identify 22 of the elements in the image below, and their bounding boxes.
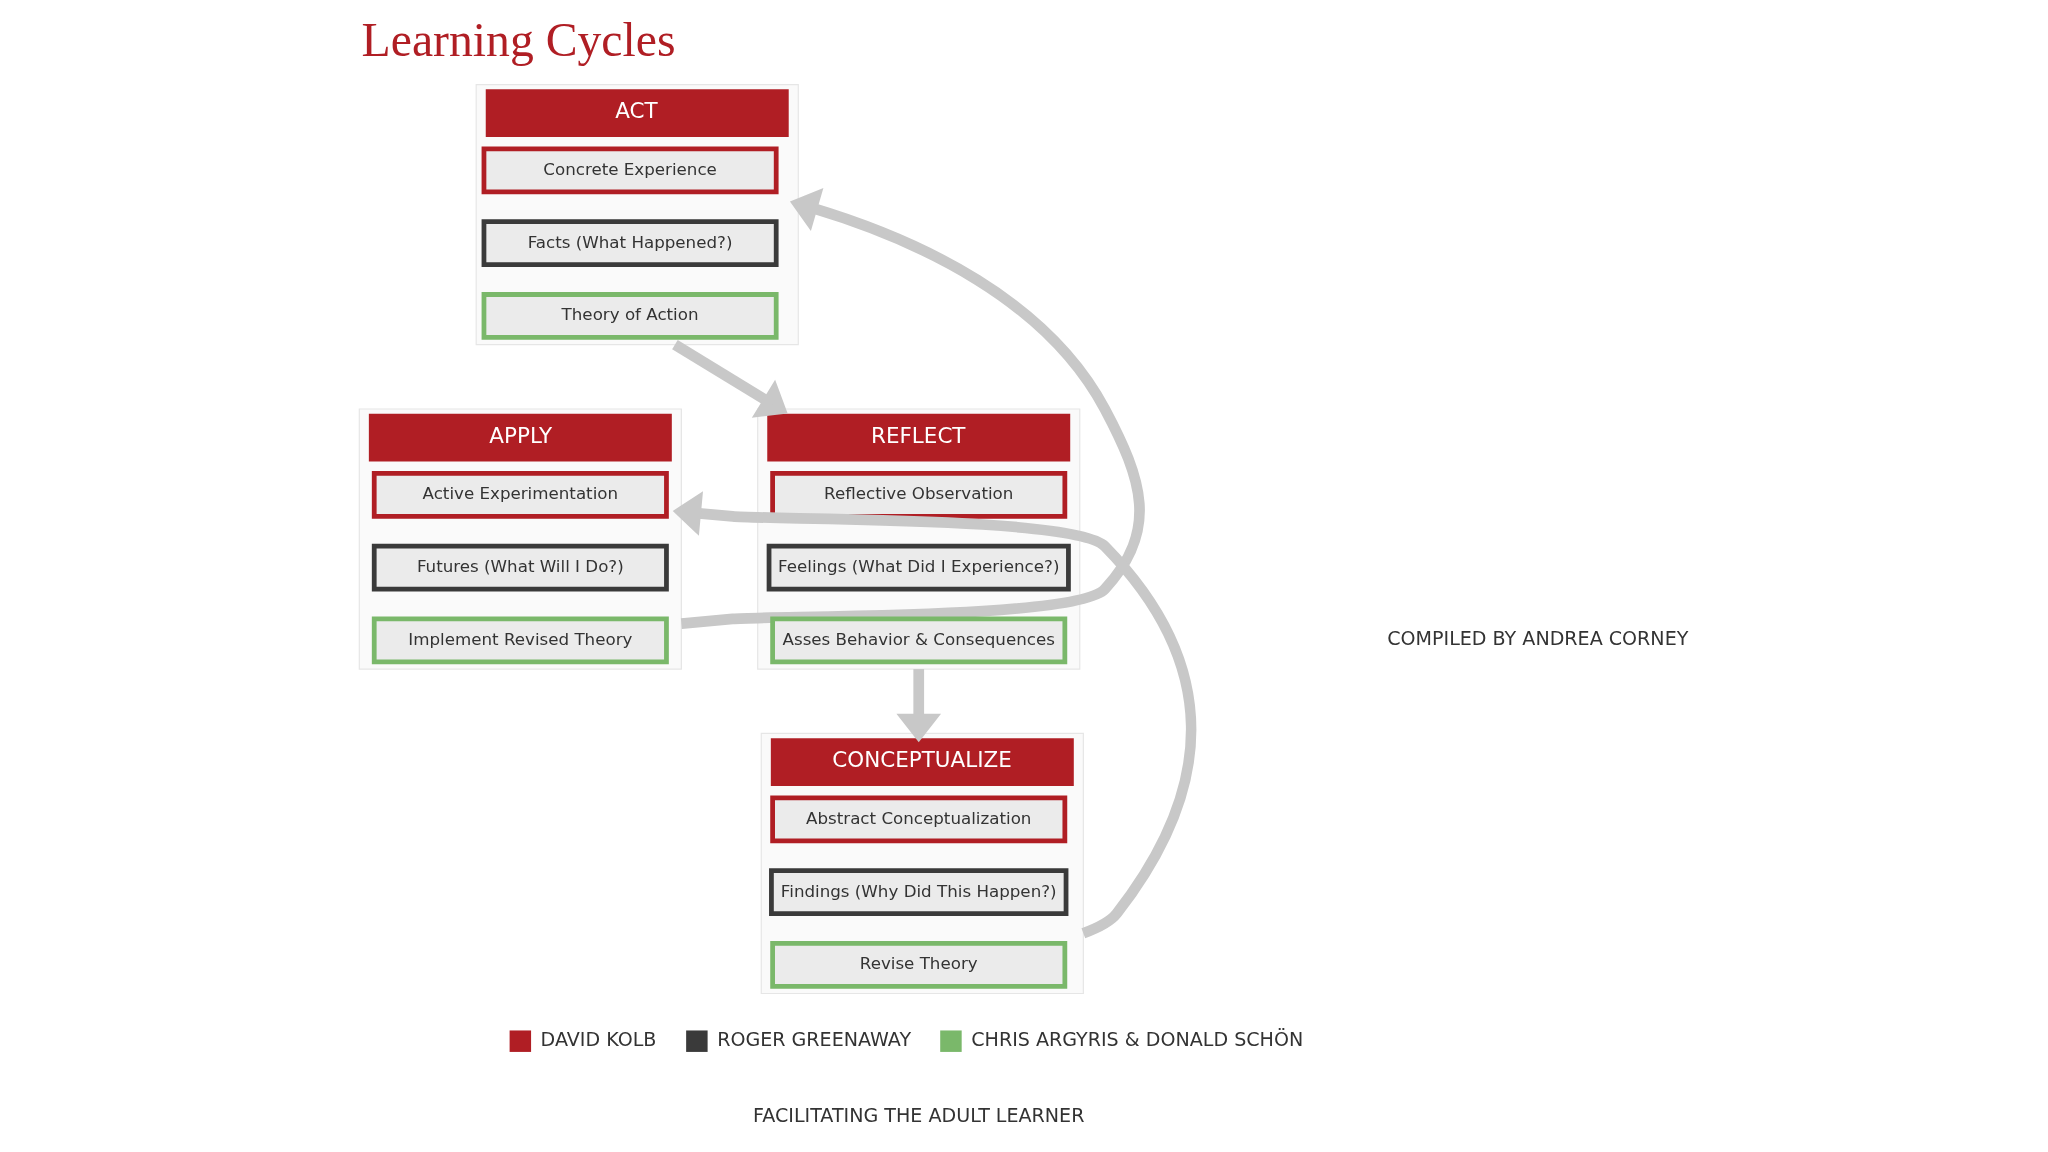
node-box: Theory of Action <box>481 292 779 340</box>
diagram-title: Learning Cycles <box>361 12 676 66</box>
node-box: Revise Theory <box>770 941 1068 989</box>
legend-label: DAVID KOLB <box>540 1027 657 1050</box>
node-box: Futures (What Will I Do?) <box>371 543 669 592</box>
legend-label: CHRIS ARGYRIS & DONALD SCHÖN <box>971 1027 1304 1050</box>
arrow <box>672 340 788 418</box>
node-box: Implement Revised Theory <box>371 616 669 665</box>
node-box: Feelings (What Did I Experience?) <box>766 543 1071 592</box>
arrow <box>672 491 1197 939</box>
node-box: Findings (Why Did This Happen?) <box>769 868 1069 916</box>
label: FACILITATING THE ADULT LEARNER <box>753 1104 1085 1127</box>
node-box: Concrete Experience <box>481 146 779 195</box>
arrow <box>680 188 1145 629</box>
node-box: Facts (What Happened?) <box>481 219 779 268</box>
node-box: Asses Behavior & Consequences <box>770 616 1068 665</box>
node-box: Active Experimentation <box>371 471 669 519</box>
legend-label: ROGER GREENAWAY <box>717 1027 912 1050</box>
node-box: Reflective Observation <box>770 471 1068 519</box>
arrow <box>896 669 942 743</box>
node-box: Abstract Conceptualization <box>770 795 1068 844</box>
label: COMPILED BY ANDREA CORNEY <box>1387 626 1689 649</box>
